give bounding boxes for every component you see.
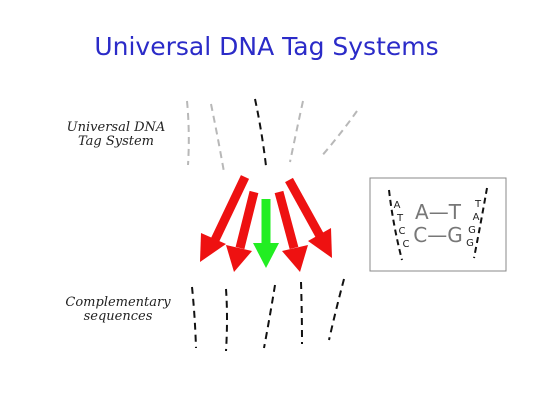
complementary-label-line2: sequences: [83, 309, 153, 324]
left-base-3: C: [399, 226, 406, 237]
red-arrow-2: [226, 190, 259, 272]
right-base-3: G: [468, 225, 476, 236]
green-arrow: [253, 199, 279, 268]
complementary-strands: [191, 278, 345, 352]
left-base-1: A: [394, 200, 401, 211]
pair-row-1: A—T: [415, 200, 462, 224]
slide-title: Universal DNA Tag Systems: [94, 32, 439, 61]
complementary-strand-5: [328, 278, 345, 341]
right-base-1: T: [474, 199, 482, 210]
complementary-strand-2: [225, 288, 228, 352]
tag-strand-1: [186, 100, 190, 166]
arrows: [200, 175, 332, 272]
right-base-4: G: [466, 238, 474, 249]
complementary-label-line1: Complementary: [65, 295, 171, 310]
universal-tag-label-line2: Tag System: [77, 134, 155, 149]
complementary-strand-1: [191, 286, 197, 349]
tag-strand-3: [254, 98, 267, 167]
base-pair-frame: [369, 177, 507, 272]
base-pair-box: A T C C T A G G A—T C—G: [369, 177, 507, 272]
right-strand-line: [473, 187, 488, 259]
tag-strands: [186, 98, 358, 173]
tag-strand-4: [289, 100, 304, 163]
red-arrow-1: [200, 175, 250, 262]
red-arrow-4: [285, 177, 332, 258]
red-arrow-3: [274, 190, 308, 272]
left-base-2: T: [396, 213, 404, 224]
universal-tag-label-line1: Universal DNA: [66, 120, 166, 135]
left-strand-line: [388, 189, 403, 261]
complementary-strand-4: [300, 281, 303, 345]
complementary-label: Complementary sequences: [58, 296, 178, 324]
pair-row-2: C—G: [413, 223, 462, 247]
right-base-2: A: [473, 212, 480, 223]
complementary-strand-3: [263, 284, 276, 349]
universal-tag-label: Universal DNA Tag System: [56, 121, 176, 149]
left-base-4: C: [403, 239, 410, 250]
tag-strand-5: [319, 110, 358, 159]
tag-strand-2: [210, 103, 225, 173]
